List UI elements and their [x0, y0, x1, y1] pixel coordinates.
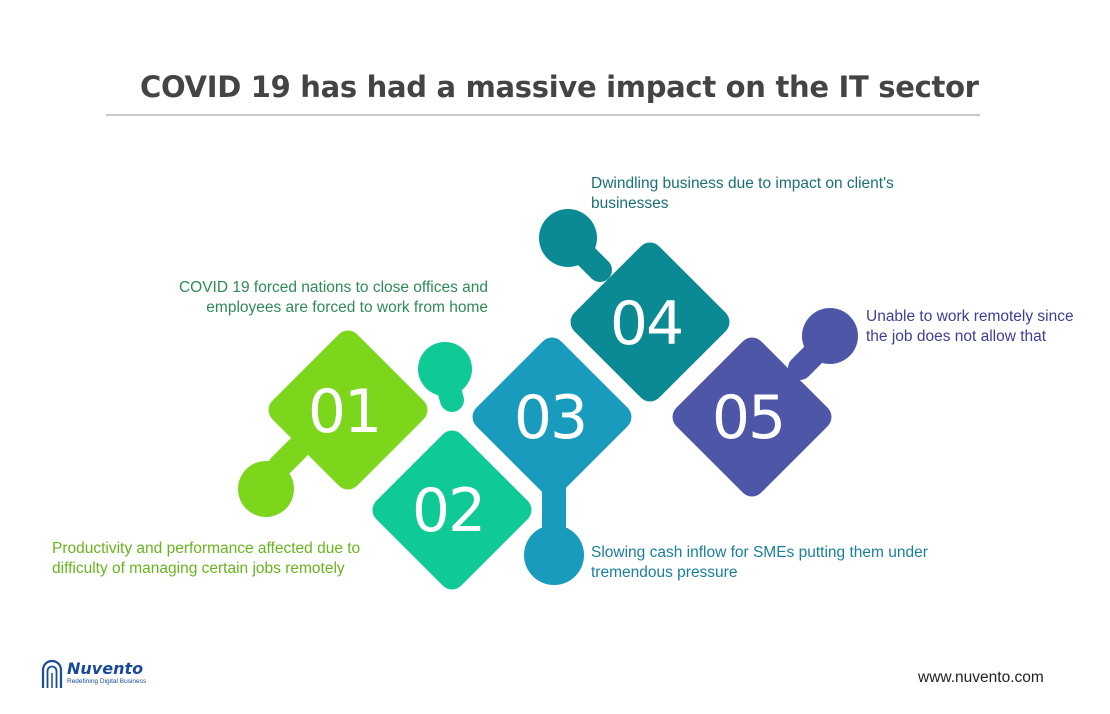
page-title: COVID 19 has had a massive impact on the…	[140, 70, 979, 104]
step-5-description: Unable to work remotely since the job do…	[866, 308, 1074, 345]
piece-03-number: 03	[514, 383, 586, 453]
piece-04-body	[570, 242, 730, 402]
brand-tagline: Redefining Digital Business	[67, 678, 147, 685]
piece-02-body	[372, 430, 532, 590]
puzzle-piece-05: 05	[672, 308, 858, 497]
piece-05-number: 05	[712, 383, 784, 453]
piece-01-knob	[238, 461, 294, 517]
piece-01-connector	[268, 436, 310, 478]
nuvento-logo-icon	[41, 659, 63, 688]
piece-04-knob	[539, 209, 597, 267]
puzzle-piece-04: 04	[539, 209, 730, 402]
step-3-description: Slowing cash inflow for SMEs putting the…	[591, 544, 928, 581]
piece-02-number: 02	[412, 476, 484, 546]
step-1-description: COVID 19 forced nations to close offices…	[178, 279, 488, 316]
piece-04-number: 04	[610, 289, 682, 359]
puzzle-piece-02: 02	[372, 342, 532, 590]
title-divider	[106, 114, 980, 116]
brand-name: Nuvento	[67, 659, 144, 678]
piece-05-body	[672, 337, 832, 497]
puzzle-piece-01: 01	[238, 330, 428, 517]
website-link[interactable]: www.nuvento.com	[918, 669, 1044, 686]
piece-03-body	[472, 337, 632, 497]
piece-05-knob	[802, 308, 858, 364]
step-4-description: Dwindling business due to impact on clie…	[591, 175, 894, 212]
piece-01-number: 01	[308, 377, 380, 447]
brand-logo: Nuvento Redefining Digital Business	[40, 658, 210, 692]
puzzle-piece-03: 03	[472, 337, 632, 585]
step-2-description: Productivity and performance affected du…	[52, 540, 361, 577]
piece-02-knob	[418, 342, 472, 396]
piece-03-knob	[524, 525, 584, 585]
